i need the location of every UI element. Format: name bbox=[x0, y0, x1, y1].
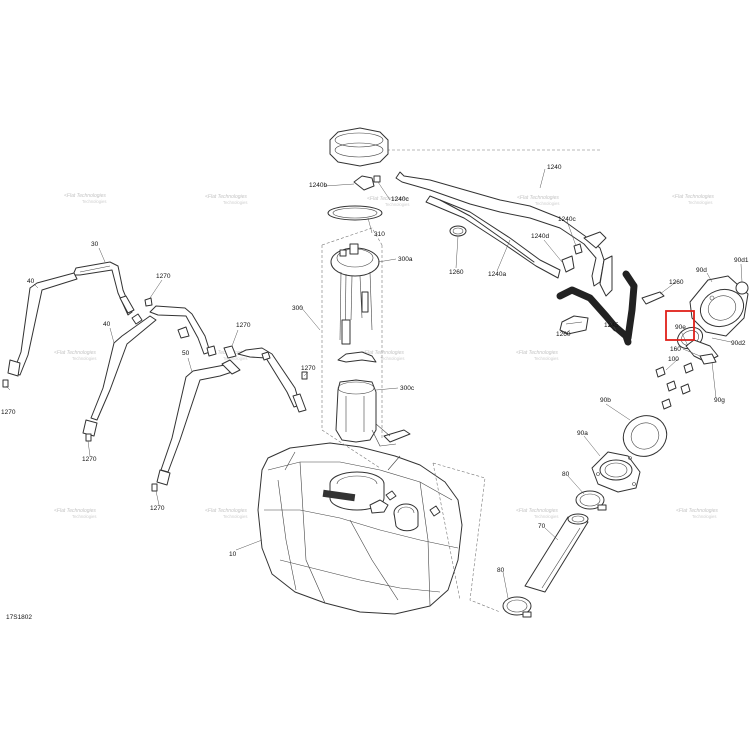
reference-code: 17S1802 bbox=[6, 614, 32, 621]
svg-text:Technologies: Technologies bbox=[223, 200, 247, 205]
label-1240: 1240 bbox=[547, 164, 562, 171]
label-300a: 300a bbox=[398, 256, 413, 263]
label-90e: 90e bbox=[675, 324, 686, 331]
fuel-pump-fitting[interactable] bbox=[353, 175, 381, 191]
svg-text:Technologies: Technologies bbox=[223, 514, 247, 519]
filler-neck[interactable] bbox=[524, 513, 589, 593]
label-1270: 1270 bbox=[156, 273, 171, 280]
label-1270: 1270 bbox=[236, 322, 251, 329]
svg-text:<Flat Technologies: <Flat Technologies bbox=[367, 196, 409, 202]
svg-text:Technologies: Technologies bbox=[534, 356, 558, 361]
label-40: 40 bbox=[27, 278, 35, 285]
svg-text:<Flat Technologies: <Flat Technologies bbox=[516, 350, 558, 356]
label-1260: 1260 bbox=[449, 269, 464, 276]
part-labels: 30 40 1270 40 1270 50 1270 1270 1270 127… bbox=[1, 164, 749, 621]
fuel-line[interactable] bbox=[395, 171, 613, 297]
label-1240c-top: 1240c bbox=[391, 196, 409, 203]
hose-clamp-upper[interactable] bbox=[575, 490, 607, 511]
svg-text:Technologies: Technologies bbox=[692, 514, 716, 519]
svg-text:<Flat Technologies: <Flat Technologies bbox=[516, 508, 558, 514]
label-70: 70 bbox=[538, 523, 546, 530]
label-90a: 90a bbox=[577, 430, 588, 437]
filler-flange[interactable] bbox=[591, 451, 641, 493]
screws[interactable] bbox=[655, 362, 694, 410]
label-1270: 1270 bbox=[1, 409, 16, 416]
label-1260: 1260 bbox=[556, 331, 571, 338]
label-80: 80 bbox=[497, 567, 505, 574]
svg-text:<Flat Technologies: <Flat Technologies bbox=[672, 194, 714, 200]
strap-clips[interactable] bbox=[2, 297, 308, 492]
vent-hose[interactable] bbox=[556, 270, 638, 346]
svg-text:<Flat Technologies: <Flat Technologies bbox=[676, 508, 718, 514]
svg-text:Technologies: Technologies bbox=[534, 514, 558, 519]
fuel-tank[interactable] bbox=[257, 442, 463, 615]
label-1240b: 1240b bbox=[309, 182, 327, 189]
strap-50[interactable] bbox=[156, 347, 307, 486]
svg-text:Technologies: Technologies bbox=[380, 356, 404, 361]
label-100: 100 bbox=[668, 356, 679, 363]
label-50: 50 bbox=[182, 350, 190, 357]
label-90d2: 90d2 bbox=[731, 340, 746, 347]
filler-cap-housing[interactable] bbox=[674, 275, 749, 365]
svg-text:Technologies: Technologies bbox=[223, 356, 247, 361]
label-1270: 1270 bbox=[82, 456, 97, 463]
svg-text:<Flat Technologies: <Flat Technologies bbox=[54, 350, 96, 356]
svg-text:<Flat Technologies: <Flat Technologies bbox=[54, 508, 96, 514]
svg-text:Technologies: Technologies bbox=[82, 199, 106, 204]
label-40: 40 bbox=[103, 321, 111, 328]
svg-text:Technologies: Technologies bbox=[688, 200, 712, 205]
svg-text:<Flat Technologies: <Flat Technologies bbox=[362, 350, 404, 356]
fuel-pump-sender[interactable] bbox=[335, 379, 411, 447]
hose-clamps-small[interactable] bbox=[449, 225, 665, 335]
label-90g: 90g bbox=[714, 397, 725, 404]
fuel-pump-lock-ring[interactable] bbox=[329, 127, 389, 167]
filler-gasket[interactable] bbox=[617, 409, 674, 464]
highlight-box-90e bbox=[665, 310, 695, 341]
label-1260: 1260 bbox=[669, 279, 684, 286]
svg-text:Technologies: Technologies bbox=[72, 514, 96, 519]
label-1270: 1270 bbox=[301, 365, 316, 372]
svg-text:Technologies: Technologies bbox=[72, 356, 96, 361]
svg-text:Technologies: Technologies bbox=[385, 202, 409, 207]
label-310: 310 bbox=[374, 231, 385, 238]
label-300: 300 bbox=[292, 305, 303, 312]
fuel-pump-module[interactable] bbox=[330, 243, 380, 363]
strap-30[interactable] bbox=[72, 261, 135, 316]
label-1270: 1270 bbox=[150, 505, 165, 512]
svg-text:Technologies: Technologies bbox=[535, 201, 559, 206]
label-30: 30 bbox=[91, 241, 99, 248]
label-1240c: 1240c bbox=[558, 216, 576, 223]
svg-text:<Flat Technologies: <Flat Technologies bbox=[205, 508, 247, 514]
fuel-pump-seal[interactable] bbox=[327, 205, 383, 221]
label-1240d: 1240d bbox=[531, 233, 549, 240]
leader-lines bbox=[5, 168, 743, 599]
label-90d1: 90d1 bbox=[734, 257, 749, 264]
hose-clamp-lower[interactable] bbox=[502, 596, 532, 618]
label-10: 10 bbox=[229, 551, 237, 558]
svg-text:<Flat Technologies: <Flat Technologies bbox=[205, 194, 247, 200]
svg-text:<Flat Technologies: <Flat Technologies bbox=[64, 193, 106, 199]
label-300c: 300c bbox=[400, 385, 415, 392]
label-80: 80 bbox=[562, 471, 570, 478]
label-160: 160 bbox=[670, 346, 681, 353]
label-1240a: 1240a bbox=[488, 271, 506, 278]
strap-40[interactable] bbox=[7, 272, 78, 377]
label-90b: 90b bbox=[600, 397, 611, 404]
label-90d: 90d bbox=[696, 267, 707, 274]
label-1245: 1245 bbox=[604, 322, 619, 329]
svg-text:<Flat Technologies: <Flat Technologies bbox=[517, 195, 559, 201]
